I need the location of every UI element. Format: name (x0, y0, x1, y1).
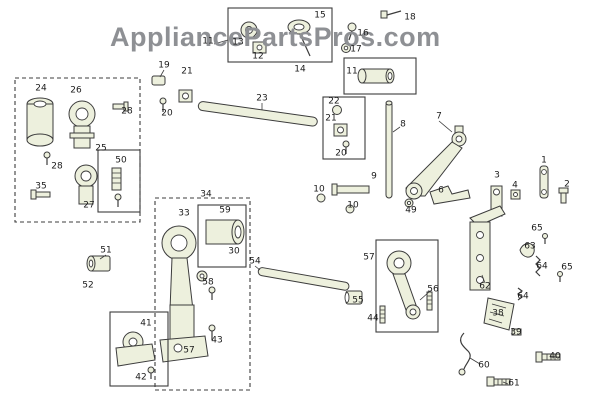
part-6-bracket (429, 185, 471, 205)
part-1-link (539, 165, 549, 199)
part-64-spring-right (535, 255, 541, 277)
group-left-dashed-box (14, 77, 141, 223)
part-23-shaft (197, 101, 318, 127)
part-51-bushing (86, 255, 111, 272)
part-17-ring (341, 43, 351, 53)
part-19-bushing (151, 75, 166, 86)
part-65-screw-upper (542, 233, 548, 244)
part-38-plate (483, 297, 515, 331)
group-top-center-box (227, 7, 333, 63)
part-7-lever (405, 125, 467, 200)
part-55-bushing (344, 290, 363, 305)
part-20-screw-left (159, 97, 167, 112)
part-16-bolt (347, 22, 357, 41)
part-21-nut-left (178, 89, 193, 103)
part-65-screw-lower (557, 271, 563, 282)
group-part-22-box (322, 96, 366, 160)
part-9-pin (331, 183, 370, 196)
group-part-11-box (343, 57, 417, 95)
leader-lines (99, 39, 560, 385)
part-49-ring (404, 198, 414, 208)
part-4-block (510, 189, 521, 200)
group-part-41-box (109, 311, 169, 387)
group-part-56-box (375, 239, 439, 333)
part-62-bracket (469, 205, 506, 291)
part-2-bolt (558, 187, 569, 204)
part-18-screw (380, 10, 402, 19)
part-39-block (511, 328, 522, 336)
part-60-wire (458, 332, 471, 376)
watermark-text: AppliancePartsPros.com (110, 22, 441, 52)
part-64-spring-left (517, 287, 523, 301)
part-10-rings (316, 193, 355, 214)
part-63-clip (519, 243, 535, 258)
part-54-shaft (257, 267, 350, 291)
part-61-bolt (486, 376, 511, 387)
part-8-rod (385, 100, 393, 199)
group-center-dashed-box (154, 197, 251, 391)
